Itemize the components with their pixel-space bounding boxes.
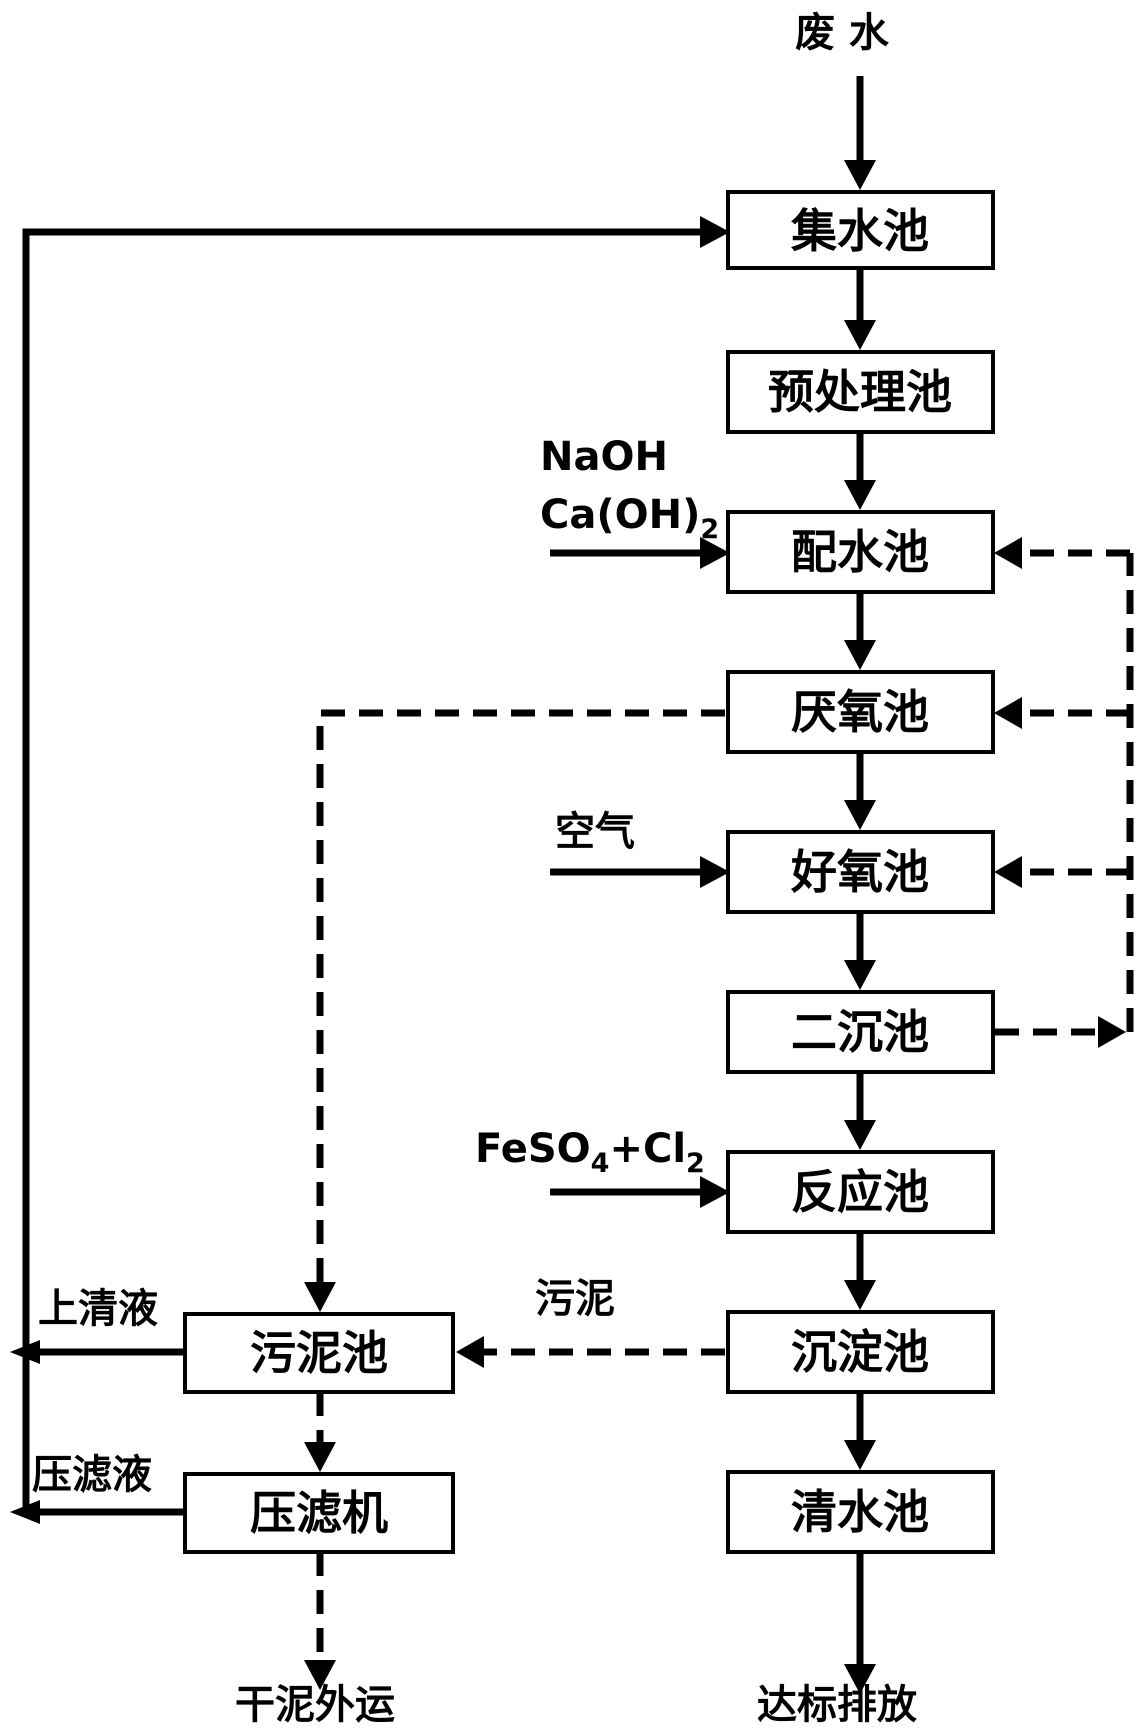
box-secondary-clarifier: 二沉池 <box>726 990 995 1074</box>
box-label-reaction-tank: 反应池 <box>791 1165 929 1219</box>
output-label-discharge: 达标排放 <box>757 1682 917 1728</box>
output-label-dry-sludge: 干泥外运 <box>235 1682 395 1728</box>
arrowhead-clear-water <box>844 1440 876 1470</box>
arrowhead-collection <box>700 216 730 248</box>
arrowhead-return-mixing <box>994 537 1022 569</box>
box-settling-tank: 沉淀池 <box>726 1310 995 1394</box>
arrowhead-discharge <box>844 1664 876 1694</box>
arrowhead-reaction <box>844 1120 876 1150</box>
box-sludge-tank: 污泥池 <box>183 1312 455 1394</box>
arrowhead-dry-sludge <box>304 1660 336 1690</box>
stream-label-filtrate: 压滤液 <box>32 1452 152 1498</box>
arrowhead-anaerobic <box>844 640 876 670</box>
box-reaction-tank: 反应池 <box>726 1150 995 1234</box>
box-filter-press: 压滤机 <box>183 1472 455 1554</box>
box-anaerobic-tank: 厌氧池 <box>726 670 995 754</box>
caoh2-formula: Ca(OH) <box>540 492 700 538</box>
input-label-feso4-cl2: FeSO4+Cl2 <box>475 1126 705 1179</box>
arrowhead-mixing <box>844 480 876 510</box>
dashed-anaerobic-to-sludge <box>316 709 725 1290</box>
arrowhead-alkali <box>700 537 730 569</box>
caoh2-subscript: 2 <box>700 514 719 545</box>
line-recycle-riser <box>22 228 706 1512</box>
input-arrows <box>550 537 730 1208</box>
box-label-pretreatment-tank: 预处理池 <box>768 365 952 419</box>
box-clear-water-tank: 清水池 <box>726 1470 995 1554</box>
input-label-caoh2: Ca(OH)2 <box>540 492 719 545</box>
box-label-secondary-clarifier: 二沉池 <box>791 1005 929 1059</box>
arrowhead-inflow <box>844 160 876 190</box>
input-label-air: 空气 <box>555 809 635 855</box>
input-label-wastewater: 废 水 <box>795 10 890 56</box>
box-label-clear-water-tank: 清水池 <box>791 1485 929 1539</box>
arrowhead-sludge-tank-top <box>304 1282 336 1312</box>
box-mixing-tank: 配水池 <box>726 510 995 594</box>
input-label-naoh: NaOH <box>540 434 668 480</box>
arrowhead-aerobic <box>844 800 876 830</box>
cl2-subscript: 2 <box>686 1148 705 1179</box>
arrowhead-clarifier-out <box>1098 1016 1126 1048</box>
arrowhead-pretreatment <box>844 320 876 350</box>
box-label-filter-press: 压滤机 <box>250 1486 388 1540</box>
feso4-formula: FeSO <box>475 1126 591 1172</box>
box-aerobic-tank: 好氧池 <box>726 830 995 914</box>
sludge-return-loop <box>994 537 1134 1048</box>
box-label-settling-tank: 沉淀池 <box>791 1325 929 1379</box>
arrowhead-filter-press <box>304 1442 336 1472</box>
arrowhead-return-anaerobic <box>994 697 1022 729</box>
box-label-anaerobic-tank: 厌氧池 <box>791 685 929 739</box>
arrowhead-return-aerobic <box>994 856 1022 888</box>
box-label-aerobic-tank: 好氧池 <box>790 845 929 899</box>
stream-label-supernatant: 上清液 <box>38 1286 158 1332</box>
arrowhead-settling <box>844 1280 876 1310</box>
box-pretreatment-tank: 预处理池 <box>726 350 995 434</box>
stream-label-sludge: 污泥 <box>535 1276 615 1322</box>
sludge-transfer-lines <box>304 709 725 1690</box>
box-label-collection-tank: 集水池 <box>790 204 929 258</box>
feso4-subscript: 4 <box>591 1148 610 1179</box>
arrowhead-sludge-tank-right <box>456 1336 484 1368</box>
box-label-sludge-tank: 污泥池 <box>250 1326 388 1380</box>
arrowhead-reagent <box>700 1176 730 1208</box>
main-flow-arrows <box>844 76 876 1694</box>
liquid-recycle-loop <box>10 216 730 1524</box>
cl2-formula: +Cl <box>609 1126 686 1172</box>
box-label-mixing-tank: 配水池 <box>791 525 929 579</box>
arrowhead-clarifier <box>844 960 876 990</box>
arrowhead-air <box>700 856 730 888</box>
box-collection-tank: 集水池 <box>726 190 995 270</box>
